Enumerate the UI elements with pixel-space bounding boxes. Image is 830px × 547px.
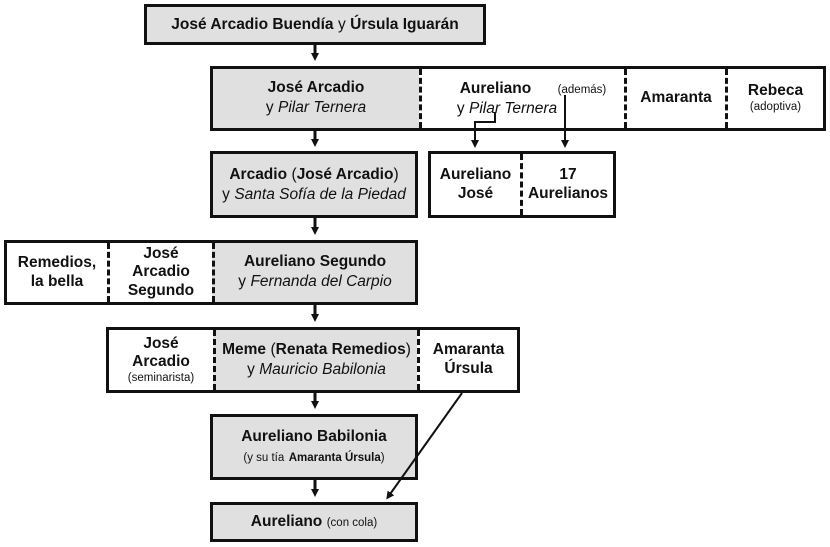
gen1-name: José Arcadio Buendía: [171, 15, 334, 33]
aureliano-segundo-y: y: [238, 273, 246, 290]
gen2-jose-arcadio-cell: José Arcadio y Pilar Ternera: [213, 69, 419, 128]
aureliano-jose-line2: José: [457, 184, 494, 202]
aureliano-segundo-spouse: Fernanda del Carpio: [250, 273, 392, 290]
gen4-box: Remedios, la bella José Arcadio Segundo …: [4, 240, 418, 305]
jose-arcadio-segundo-line2: Segundo: [127, 281, 195, 299]
gen3-spouse: Santa Sofía de la Piedad: [234, 185, 406, 203]
jose-arcadio-seminarista-note: (seminarista): [127, 371, 195, 384]
meme-partner: Mauricio Babilonia: [259, 361, 386, 378]
gen2-aureliano-y: y: [456, 99, 465, 117]
gen3-y: y: [222, 185, 230, 203]
gen2-amaranta-name: Amaranta: [640, 89, 712, 107]
aureliano-segundo-name: Aureliano Segundo: [243, 253, 387, 271]
gen3-name: Arcadio: [229, 165, 288, 183]
gen6-name: Aureliano Babilonia: [241, 428, 387, 446]
jose-arcadio-segundo-cell: José Arcadio Segundo: [107, 243, 212, 302]
gen2-amaranta-cell: Amaranta: [624, 69, 725, 128]
jose-arcadio-segundo-line1: José Arcadio: [132, 244, 190, 281]
remedios-line2: la bella: [30, 272, 84, 290]
gen1-box: José Arcadio Buendía y Úrsula Iguarán: [144, 4, 486, 45]
gen6-box: Aureliano Babilonia (y su tía Amaranta Ú…: [210, 414, 418, 480]
aurelianos17-line1: 17: [559, 165, 577, 183]
gen2-rebeca-cell: Rebeca (adoptiva): [725, 69, 823, 128]
gen2-rebeca-name: Rebeca: [747, 82, 804, 100]
meme-y: y: [247, 361, 255, 378]
meme-paren-close: ): [405, 341, 411, 359]
meme-cell: Meme (Renata Remedios) y Mauricio Babilo…: [213, 330, 417, 390]
remedios-line1: Remedios,: [17, 253, 97, 271]
gen3-paren-open: (: [291, 165, 297, 183]
gen3-box: Arcadio (José Arcadio) y Santa Sofía de …: [210, 151, 418, 218]
amaranta-ursula-line1: Amaranta: [432, 341, 505, 359]
gen6-note-c: ): [380, 451, 385, 464]
gen2-box: José Arcadio y Pilar Ternera Aureliano (…: [210, 66, 826, 131]
gen2-jose-arcadio-y: y: [265, 99, 274, 116]
meme-name: Meme: [222, 341, 267, 359]
amaranta-ursula-line2: Úrsula: [444, 360, 493, 377]
amaranta-ursula-cell: Amaranta Úrsula: [417, 330, 517, 390]
aureliano-segundo-cell: Aureliano Segundo y Fernanda del Carpio: [212, 243, 415, 302]
gen7-note: (con cola): [326, 517, 378, 530]
meme-alias: Renata Remedios: [275, 341, 406, 359]
aurelianos17-cell: 17 Aurelianos: [520, 154, 613, 215]
gen2-children-box: Aureliano José 17 Aurelianos: [428, 151, 616, 218]
gen3-paren-close: ): [393, 165, 399, 183]
gen2-aureliano-cell: Aureliano (además) y Pilar Ternera: [419, 69, 624, 128]
meme-paren-open: (: [270, 341, 276, 359]
gen2-rebeca-note: (adoptiva): [749, 100, 802, 113]
gen7-box: Aureliano (con cola): [210, 502, 418, 542]
gen6-note-b: Amaranta Úrsula: [288, 451, 381, 464]
gen2-aureliano-partner: Pilar Ternera: [469, 99, 558, 117]
gen2-jose-arcadio-partner: Pilar Ternera: [278, 99, 367, 116]
gen2-aureliano-note: (además): [557, 83, 607, 96]
aurelianos17-line2: Aurelianos: [527, 184, 609, 202]
remedios-cell: Remedios, la bella: [7, 243, 107, 302]
jose-arcadio-seminarista-cell: José Arcadio (seminarista): [109, 330, 213, 390]
aureliano-jose-cell: Aureliano José: [431, 154, 520, 215]
gen3-alias: José Arcadio: [296, 165, 394, 183]
aureliano-jose-line1: Aureliano: [439, 165, 512, 183]
gen6-note-a: (y su tía: [243, 451, 285, 464]
gen5-box: José Arcadio (seminarista) Meme (Renata …: [106, 327, 520, 393]
gen2-aureliano-name: Aureliano: [459, 79, 532, 97]
gen1-y: y: [337, 15, 346, 33]
jose-arcadio-seminarista-name: José Arcadio: [132, 334, 190, 371]
gen7-name: Aureliano: [250, 513, 323, 531]
gen1-spouse: Úrsula Iguarán: [350, 15, 459, 33]
gen2-jose-arcadio-name: José Arcadio: [267, 79, 365, 97]
